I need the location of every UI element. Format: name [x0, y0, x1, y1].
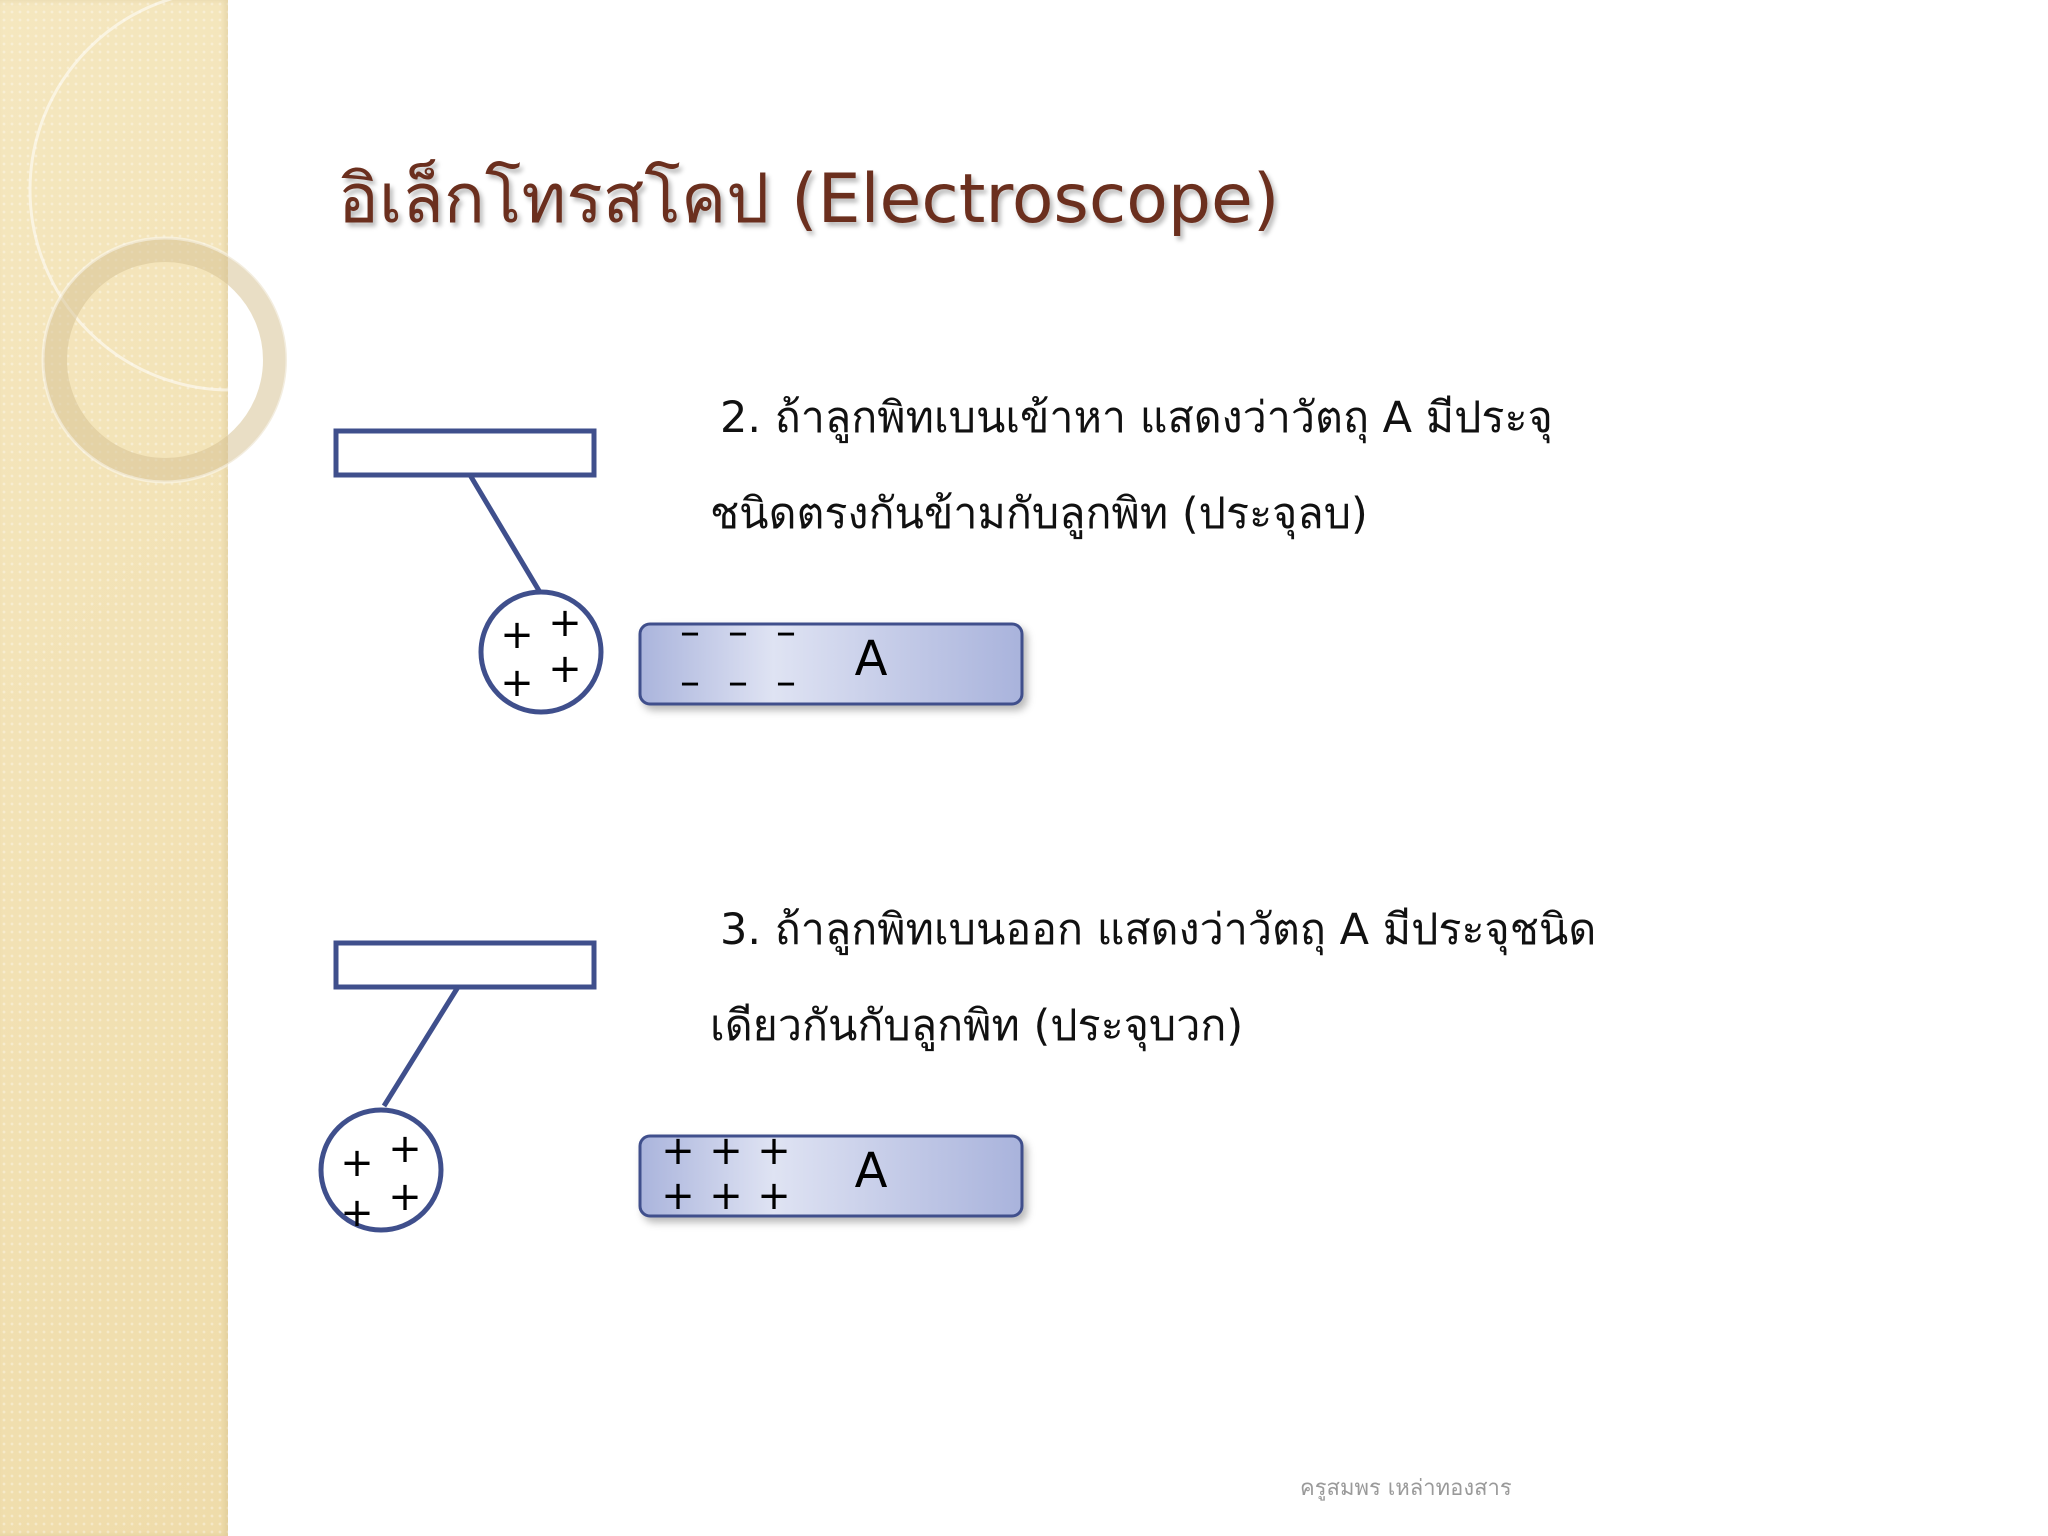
case-2-object-charge: – [776, 659, 796, 705]
case-2-pith-ball [478, 589, 604, 715]
case-3-object-charge: + [709, 1128, 743, 1174]
case-3-object-charge: + [757, 1128, 791, 1174]
case-2-object-charge: – [680, 609, 700, 655]
case-3-object-charge: + [757, 1173, 791, 1219]
case-2-object-charge: – [728, 609, 748, 655]
case-2-object-charge: – [728, 659, 748, 705]
case-3-line-2: เดียวกันกับลูกพิท (ประจุบวก) [710, 1001, 1244, 1051]
case-3-line-1: 3. ถ้าลูกพิทเบนออก แสดงว่าวัตถุ A มีประจ… [720, 905, 1597, 955]
case-3-ball-charge: + [340, 1140, 374, 1186]
case-2-object-a [638, 622, 1024, 706]
case-3-ball-charge: + [388, 1174, 422, 1220]
case-3-object-label: A [855, 1143, 888, 1199]
case-3-support-bar [333, 940, 597, 990]
case-2-object-charge: – [680, 659, 700, 705]
case-3-object-a [638, 1134, 1024, 1218]
case-3-object-charge: + [661, 1128, 695, 1174]
case-3-pith-ball [318, 1107, 444, 1233]
case-2-text: 2. ถ้าลูกพิทเบนเข้าหา แสดงว่าวัตถุ A มีป… [710, 370, 1820, 562]
case-2-line-1: 2. ถ้าลูกพิทเบนเข้าหา แสดงว่าวัตถุ A มีป… [720, 393, 1553, 443]
case-3-ball-charge: + [388, 1126, 422, 1172]
case-2-support-bar [333, 428, 597, 478]
case-2-thread [467, 473, 544, 596]
case-3-ball-charge: + [340, 1190, 374, 1236]
case-3-thread [381, 985, 461, 1108]
case-3-text: 3. ถ้าลูกพิทเบนออก แสดงว่าวัตถุ A มีประจ… [710, 882, 1820, 1074]
case-2-ball-charge: + [548, 600, 582, 646]
case-2-object-label: A [855, 631, 888, 687]
slide-title: อิเล็กโทรสโคป (Electroscope) [338, 160, 1280, 239]
decorative-side-panel [0, 0, 228, 1536]
case-2-ball-charge: + [548, 646, 582, 692]
case-2-ball-charge: + [500, 660, 534, 706]
case-3-object-charge: + [709, 1173, 743, 1219]
author-footer: ครูสมพร เหล่าทองสาร [1300, 1476, 1512, 1501]
case-2-line-2: ชนิดตรงกันข้ามกับลูกพิท (ประจุลบ) [710, 489, 1368, 539]
case-3-object-charge: + [661, 1173, 695, 1219]
case-2-ball-charge: + [500, 612, 534, 658]
case-2-object-charge: – [776, 609, 796, 655]
